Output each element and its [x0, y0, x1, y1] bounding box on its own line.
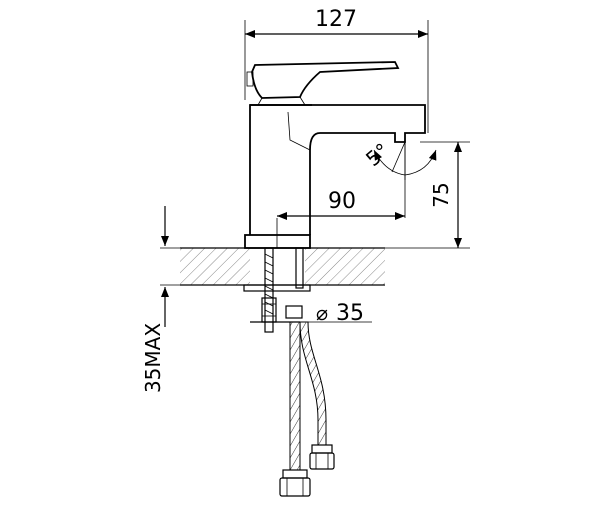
dimension-spout-reach: 90	[276, 142, 406, 248]
mounting-shank	[243, 247, 311, 333]
dim-label-75: 75	[429, 182, 453, 207]
dimension-hole-diameter: ⌀ 35	[276, 301, 372, 326]
dim-label-35max: 35MAX	[141, 323, 165, 393]
countertop-section	[180, 247, 385, 286]
dimension-overall-width: 127	[244, 7, 429, 133]
dimension-spout-height: 75	[385, 141, 470, 249]
faucet-body	[244, 61, 426, 249]
dim-label-diameter-35: 35	[336, 301, 364, 326]
angle-indicator: 5°	[361, 138, 437, 180]
dimension-max-thickness: 35MAX	[141, 206, 244, 393]
dim-label-127: 127	[315, 7, 357, 32]
dim-label-90: 90	[328, 189, 356, 214]
flexible-hoses	[279, 321, 335, 497]
diameter-symbol: ⌀	[316, 301, 328, 325]
angle-label: 5°	[361, 138, 394, 171]
